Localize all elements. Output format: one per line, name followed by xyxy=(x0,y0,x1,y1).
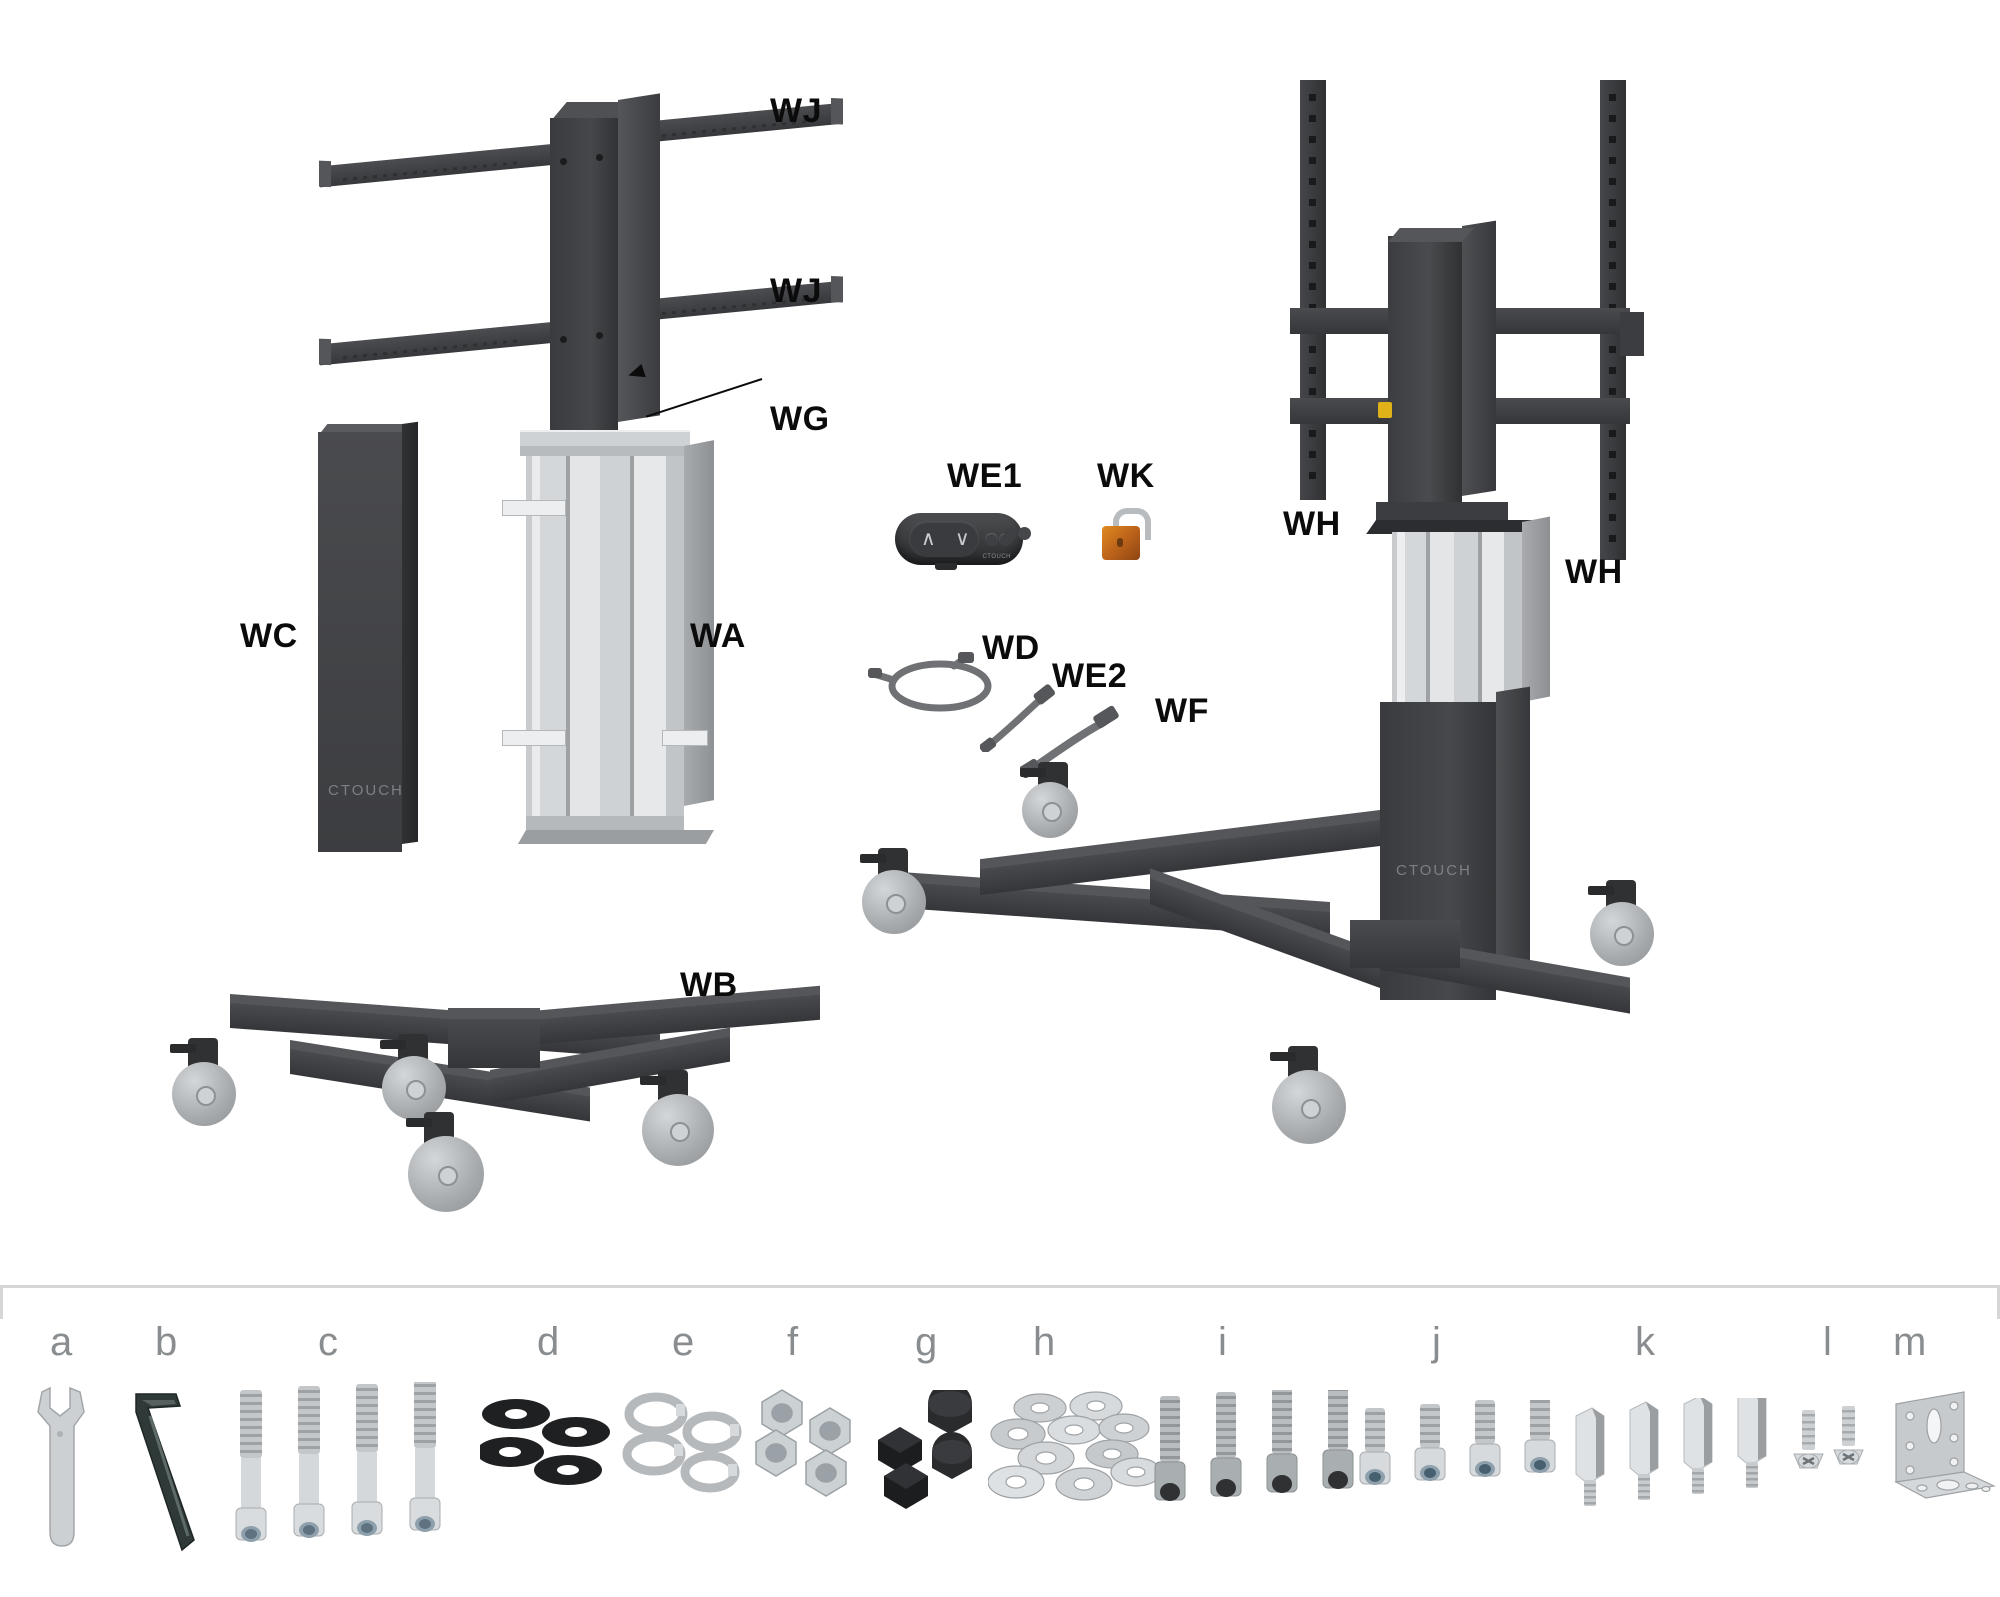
section-divider xyxy=(0,1285,2000,1288)
up-chevron-icon: ∧ xyxy=(921,528,936,550)
yellow-indicator-tab xyxy=(1378,402,1392,418)
section-divider-left-cap xyxy=(0,1285,3,1319)
hardware-letter-b: b xyxy=(155,1320,178,1364)
wj-arm-upper-left xyxy=(319,144,552,188)
wa-lift-column xyxy=(502,430,722,850)
hardware-letter-a: a xyxy=(50,1320,73,1364)
wa-bracket-lower xyxy=(502,730,566,746)
we2-control-cable xyxy=(980,680,1070,752)
hardware-letter-i: i xyxy=(1218,1320,1227,1364)
we1-handset-remote: ∧ ∨ CTOUCH xyxy=(895,513,1023,570)
label-wc: WC xyxy=(240,617,298,655)
hardware-hex-standoffs xyxy=(1570,1389,1790,1543)
assembled-brand-text: CTOUCH xyxy=(1396,862,1472,879)
hardware-letter-d: d xyxy=(537,1320,560,1364)
lower-cover-panel-side xyxy=(1496,686,1530,990)
hardware-open-end-wrench xyxy=(28,1382,94,1559)
hardware-letter-f: f xyxy=(787,1320,799,1364)
aluminium-lift-tube xyxy=(1392,532,1522,712)
upper-column-side xyxy=(1462,220,1496,496)
label-wd: WD xyxy=(982,629,1040,667)
wc-panel-side-face xyxy=(402,421,418,844)
preset-button-3 xyxy=(1004,527,1017,540)
hardware-letter-e: e xyxy=(672,1320,695,1364)
hardware-black-washers xyxy=(476,1390,620,1515)
wb-wheeled-base xyxy=(170,960,920,1212)
hardware-countersunk-screws xyxy=(1790,1406,1880,1531)
label-we1: WE1 xyxy=(947,457,1023,495)
wd-power-cable xyxy=(868,648,1018,718)
wj-arm-lower-left xyxy=(319,322,552,366)
upper-column-top xyxy=(1388,228,1474,242)
label-wh-right: WH xyxy=(1565,553,1623,591)
label-wk: WK xyxy=(1097,457,1155,495)
column-base-plate xyxy=(1376,502,1508,522)
hardware-letter-c: c xyxy=(318,1320,338,1364)
wg-column-with-arms xyxy=(319,93,843,440)
hardware-letter-j: j xyxy=(1432,1320,1441,1364)
wk-padlock xyxy=(1100,508,1151,560)
hardware-letter-h: h xyxy=(1033,1320,1056,1364)
label-we2: WE2 xyxy=(1052,657,1128,695)
upper-column-front xyxy=(1388,236,1462,506)
aluminium-lift-tube-side xyxy=(1522,516,1550,702)
label-wj-mid: WJ xyxy=(770,272,822,310)
hardware-black-dome-caps xyxy=(870,1382,1000,1515)
hardware-l-angle-bracket xyxy=(1890,1390,2000,1525)
base-centre-hub xyxy=(1350,920,1460,968)
label-wb: WB xyxy=(680,966,738,1004)
label-wh-left: WH xyxy=(1283,505,1341,543)
wa-bracket-upper xyxy=(502,500,566,516)
label-wa: WA xyxy=(690,617,746,655)
crossbar-right-tab xyxy=(1620,312,1644,356)
hardware-letter-m: m xyxy=(1893,1320,1927,1364)
hardware-spring-lock-washers xyxy=(620,1388,750,1513)
down-chevron-icon: ∨ xyxy=(955,528,970,550)
wc-panel-brand-text: CTOUCH xyxy=(328,782,404,799)
hardware-letter-l: l xyxy=(1823,1320,1832,1364)
wh-rail-left xyxy=(1300,80,1326,500)
preset-button-4 xyxy=(1018,527,1031,540)
label-wg: WG xyxy=(770,400,830,438)
hardware-flat-steel-washers xyxy=(987,1386,1178,1521)
wa-bracket-lower-right xyxy=(662,730,708,746)
hardware-short-cap-screws xyxy=(1355,1396,1585,1535)
hardware-letter-k: k xyxy=(1635,1320,1655,1364)
label-wj-top: WJ xyxy=(770,92,822,130)
base-beam-front-left xyxy=(1150,876,1380,988)
hardware-hex-nuts xyxy=(748,1386,868,1521)
preset-button-1 xyxy=(985,533,998,546)
wc-cover-panel xyxy=(318,432,402,852)
hardware-medium-cap-screws xyxy=(1150,1384,1380,1545)
wg-column-front-face xyxy=(550,118,618,440)
we1-micro-brand: CTOUCH xyxy=(982,554,1011,560)
hardware-letter-g: g xyxy=(915,1320,938,1364)
section-divider-right-cap xyxy=(1997,1285,2000,1319)
hardware-long-cap-bolts xyxy=(230,1380,470,1577)
hardware-hex-allen-key xyxy=(130,1382,230,1563)
label-wf: WF xyxy=(1155,692,1209,730)
assembled-stand-group: CTOUCH xyxy=(860,80,1880,1260)
